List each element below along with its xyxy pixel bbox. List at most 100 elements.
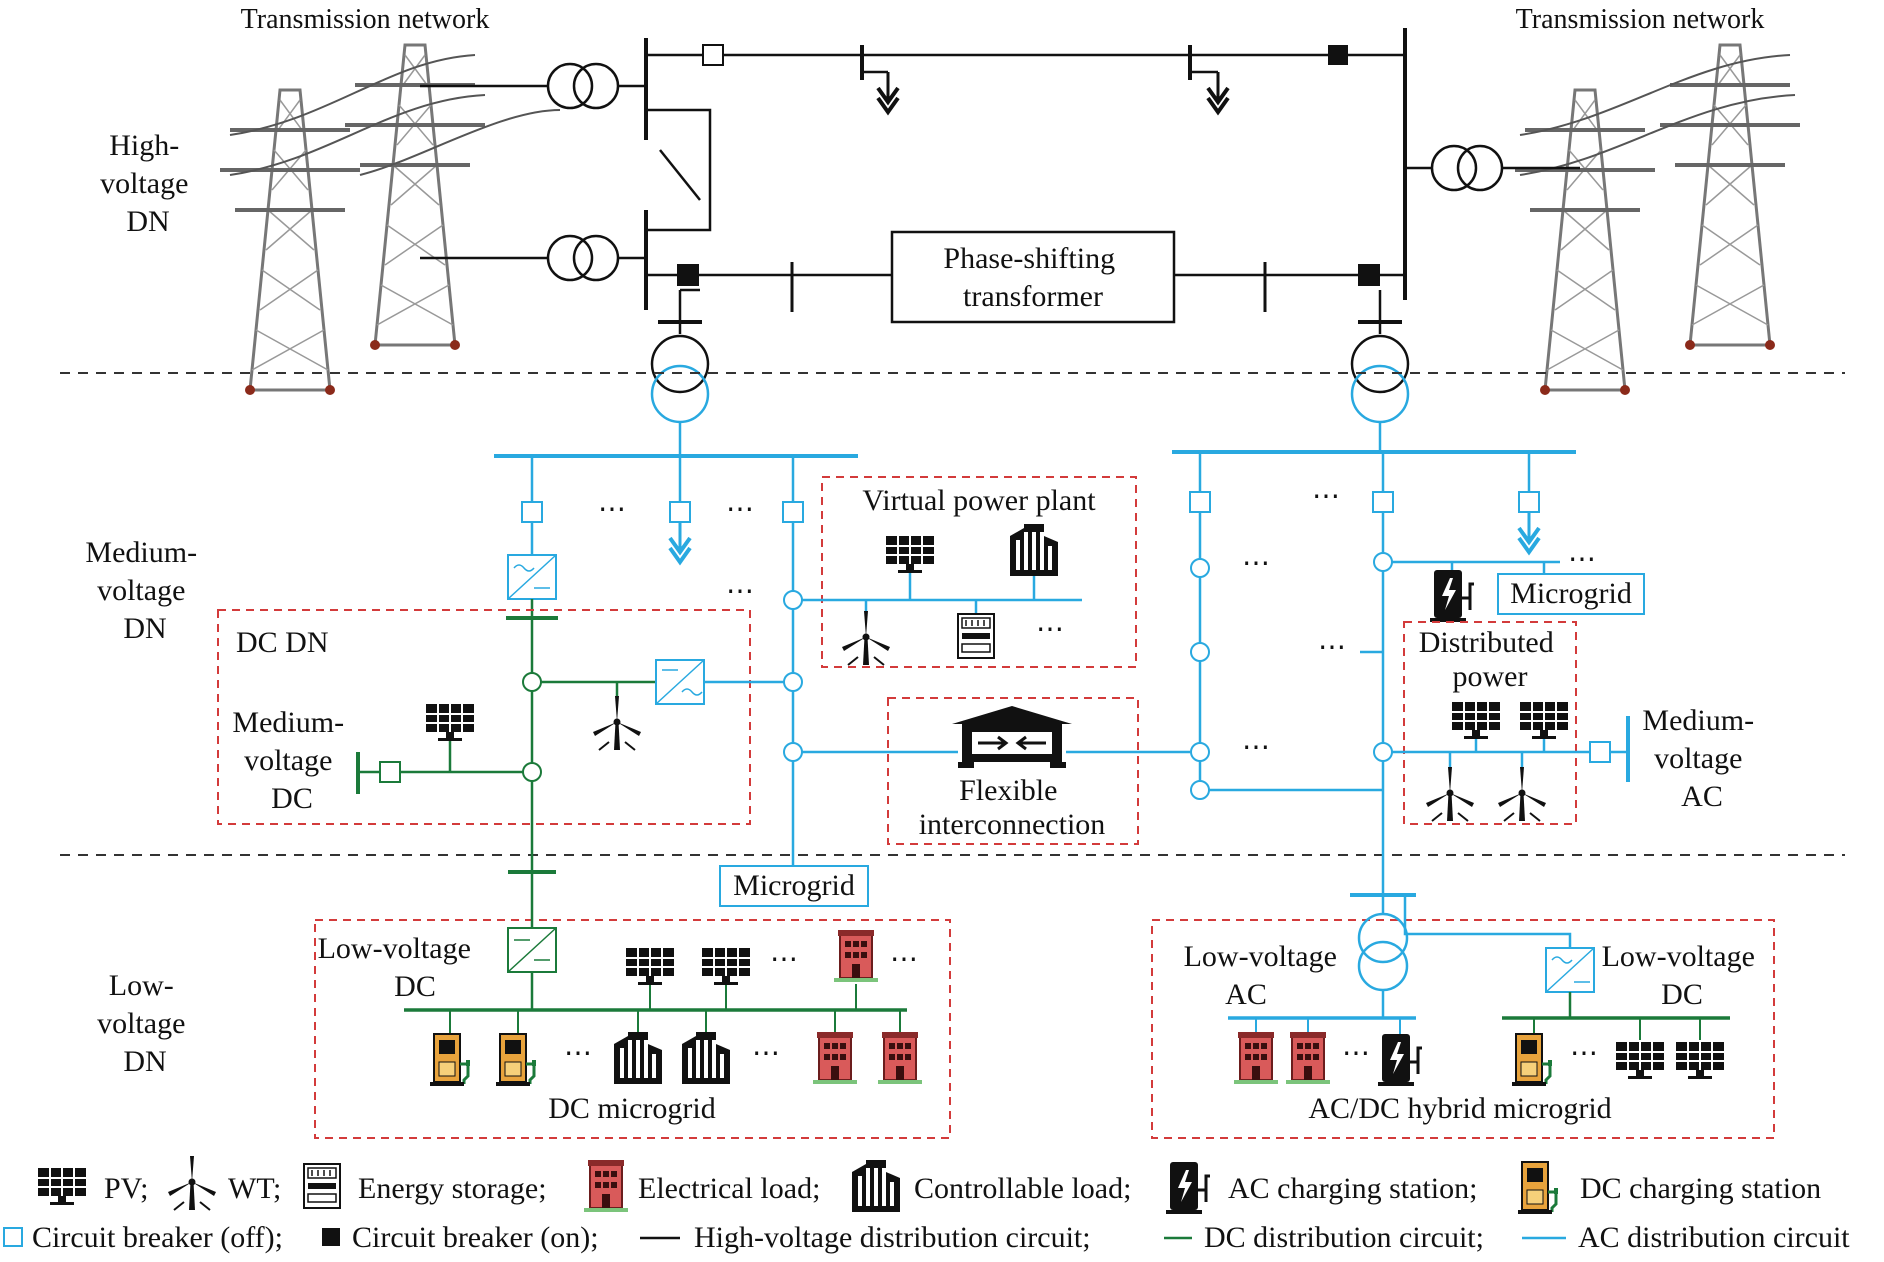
microgrid-top-label: Microgrid <box>1510 577 1632 610</box>
dc-charging-station-icon <box>1516 1160 1560 1216</box>
ellipsis: ⋯ <box>726 576 754 607</box>
ellipsis: ⋯ <box>598 494 626 525</box>
microgrid-mid-box <box>719 865 869 907</box>
energy-storage-icon <box>303 1163 341 1209</box>
legend-controllable-load: Controllable load; <box>914 1172 1131 1205</box>
phase-shifting-transformer <box>890 230 1176 324</box>
wt-icon <box>167 1155 217 1211</box>
ellipsis: ⋯ <box>564 1038 592 1069</box>
legend-pv: PV; <box>104 1172 148 1205</box>
legend-dc-charging: DC charging station <box>1580 1172 1821 1205</box>
controllable-load-icon <box>682 1032 730 1084</box>
lv-dc-right-label: Low-voltage DC <box>1602 940 1763 1011</box>
load-arrow-icon <box>876 70 900 114</box>
circuit-breaker-off-icon <box>521 501 543 523</box>
ellipsis: ⋯ <box>1568 544 1596 575</box>
mv-ac-label: Medium- voltage AC <box>1642 704 1761 813</box>
circuit-breaker-off-icon <box>1189 491 1211 513</box>
controllable-load-icon <box>614 1032 662 1084</box>
circuit-breaker-off-icon <box>3 1227 23 1247</box>
pv-icon <box>1519 701 1569 740</box>
circuit-breaker-off-icon <box>379 761 401 783</box>
wt-icon <box>841 610 891 666</box>
load-arrow-icon <box>668 520 692 564</box>
circuit-breaker-on-icon <box>677 264 699 286</box>
mv-section: Medium- voltage DN ⋯ ⋯ ⋯ Virtual power p… <box>85 422 1761 907</box>
transmission-left-label: Transmission network <box>241 4 490 35</box>
dc-charging-station-icon <box>428 1032 472 1088</box>
legend-ac-charging: AC charging station; <box>1228 1172 1477 1205</box>
tower-icon <box>343 43 487 352</box>
circuit-breaker-on-icon <box>1328 45 1348 65</box>
flexible-label: Flexible interconnection <box>919 774 1106 841</box>
load-arrow-icon <box>1517 510 1541 554</box>
legend: PV; WT; Energy storage; Electrical load;… <box>3 1155 1850 1254</box>
pv-icon <box>701 947 751 986</box>
pv-icon <box>625 947 675 986</box>
tower-icon <box>1513 88 1657 397</box>
wt-icon <box>592 695 642 751</box>
energy-storage-icon <box>957 613 995 659</box>
legend-cb-on: Circuit breaker (on); <box>352 1221 599 1254</box>
pv-icon <box>37 1167 87 1206</box>
electrical-load-icon <box>812 1031 858 1085</box>
phase-shifting-label: Phase-shifting transformer <box>943 242 1122 313</box>
ellipsis: ⋯ <box>1242 732 1270 763</box>
legend-wt: WT; <box>228 1172 281 1205</box>
legend-dc-circuit: DC distribution circuit; <box>1204 1221 1484 1254</box>
hybrid-microgrid-label: AC/DC hybrid microgrid <box>1308 1092 1611 1125</box>
ellipsis: ⋯ <box>726 494 754 525</box>
dc-dn-label: DC DN <box>236 626 329 659</box>
hybrid-microgrid-box <box>1151 919 1775 1139</box>
pv-icon <box>425 703 475 742</box>
circuit-breaker-off-icon <box>1589 741 1611 763</box>
circuit-breaker-off-icon <box>1518 491 1540 513</box>
ellipsis: ⋯ <box>752 1038 780 1069</box>
microgrid-mid-label: Microgrid <box>733 869 855 902</box>
electrical-load-icon <box>877 1031 923 1085</box>
hv-section: Transmission network Transmission networ… <box>100 4 1802 424</box>
wt-icon <box>1425 766 1475 822</box>
dc-microgrid-box <box>314 919 951 1139</box>
load-arrow-icon <box>1206 70 1230 114</box>
ellipsis: ⋯ <box>1242 548 1270 579</box>
ac-charging-station-icon <box>1428 568 1476 624</box>
lv-dc-label: Low-voltage DC <box>318 932 479 1003</box>
flexible-interconnection-icon <box>952 706 1072 768</box>
vpp-label: Virtual power plant <box>862 484 1096 517</box>
lv-section: Low- voltage DN Low-voltage DC ⋯ ⋯ <box>97 870 1775 1139</box>
distributed-power-label: Distributed power <box>1419 626 1562 693</box>
distributed-power-box <box>1403 621 1577 825</box>
tower-icon <box>1658 43 1802 352</box>
lv-dn-label: Low- voltage DN <box>97 969 193 1078</box>
electrical-load-icon <box>1285 1031 1331 1085</box>
legend-cb-off: Circuit breaker (off); <box>32 1221 283 1254</box>
lv-ac-label: Low-voltage AC <box>1184 940 1345 1011</box>
pv-icon <box>1615 1041 1665 1080</box>
controllable-load-icon <box>852 1160 900 1212</box>
ellipsis: ⋯ <box>1312 481 1340 512</box>
electrical-load-icon <box>583 1159 629 1213</box>
pv-icon <box>885 535 935 574</box>
circuit-breaker-on-icon <box>1358 264 1380 286</box>
dc-charging-station-icon <box>1510 1032 1554 1088</box>
electrical-load-icon <box>1233 1031 1279 1085</box>
transmission-right-label: Transmission network <box>1516 4 1765 35</box>
ac-charging-station-icon <box>1376 1032 1424 1088</box>
pv-icon <box>1675 1041 1725 1080</box>
legend-electrical-load: Electrical load; <box>638 1172 820 1205</box>
legend-energy-storage: Energy storage; <box>358 1172 547 1205</box>
tower-icon <box>218 88 362 397</box>
circuit-breaker-off-icon <box>1372 491 1394 513</box>
ellipsis: ⋯ <box>890 944 918 975</box>
ellipsis: ⋯ <box>1318 632 1346 663</box>
pv-icon <box>1451 701 1501 740</box>
microgrid-top-box <box>1497 573 1645 615</box>
controllable-load-icon <box>1010 524 1058 576</box>
flexible-interconnection-box <box>887 697 1139 845</box>
electrical-load-icon <box>833 929 879 983</box>
circuit-breaker-off-icon <box>702 44 724 66</box>
ellipsis: ⋯ <box>770 944 798 975</box>
mv-dn-label: Medium- voltage DN <box>85 536 204 645</box>
legend-hv-circuit: High-voltage distribution circuit; <box>694 1221 1091 1254</box>
